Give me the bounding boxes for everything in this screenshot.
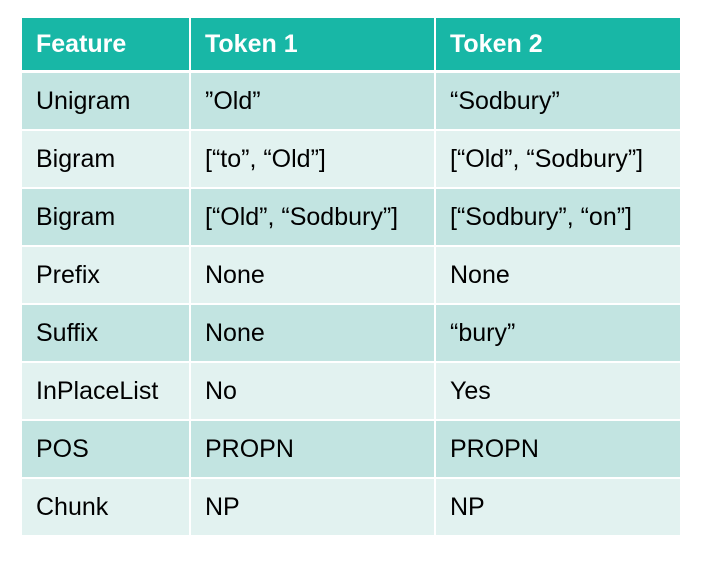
- feature-cell: Chunk: [22, 478, 191, 535]
- token-2-cell: “bury”: [435, 304, 680, 363]
- feature-cell: Bigram: [22, 188, 191, 247]
- token-1-cell: No: [190, 362, 436, 421]
- table-row: POS PROPN PROPN: [22, 420, 680, 479]
- table-row: Suffix None “bury”: [22, 304, 680, 363]
- header-row: Feature Token 1 Token 2: [22, 18, 680, 73]
- token-1-cell: PROPN: [190, 420, 436, 479]
- token-2-cell: Yes: [435, 362, 680, 421]
- token-1-cell: None: [190, 246, 436, 305]
- token-1-cell: NP: [190, 478, 436, 535]
- feature-cell: Bigram: [22, 130, 191, 189]
- feature-cell: POS: [22, 420, 191, 479]
- token-2-cell: “Sodbury”: [435, 71, 680, 131]
- token-2-cell: NP: [435, 478, 680, 535]
- header-feature: Feature: [22, 18, 191, 73]
- token-2-cell: None: [435, 246, 680, 305]
- token-1-cell: [“Old”, “Sodbury”]: [190, 188, 436, 247]
- table-row: Chunk NP NP: [22, 478, 680, 535]
- token-1-cell: None: [190, 304, 436, 363]
- feature-table: Feature Token 1 Token 2 Unigram ”Old” “S…: [22, 18, 680, 535]
- token-1-cell: ”Old”: [190, 71, 436, 131]
- token-2-cell: PROPN: [435, 420, 680, 479]
- table-row: Prefix None None: [22, 246, 680, 305]
- header-token-1: Token 1: [190, 18, 436, 73]
- feature-cell: Suffix: [22, 304, 191, 363]
- feature-cell: Unigram: [22, 71, 191, 131]
- table-row: Unigram ”Old” “Sodbury”: [22, 71, 680, 131]
- table-row: InPlaceList No Yes: [22, 362, 680, 421]
- token-2-cell: [“Old”, “Sodbury”]: [435, 130, 680, 189]
- token-2-cell: [“Sodbury”, “on”]: [435, 188, 680, 247]
- feature-cell: InPlaceList: [22, 362, 191, 421]
- table-row: Bigram [“Old”, “Sodbury”] [“Sodbury”, “o…: [22, 188, 680, 247]
- token-1-cell: [“to”, “Old”]: [190, 130, 436, 189]
- table-row: Bigram [“to”, “Old”] [“Old”, “Sodbury”]: [22, 130, 680, 189]
- feature-cell: Prefix: [22, 246, 191, 305]
- header-token-2: Token 2: [435, 18, 680, 73]
